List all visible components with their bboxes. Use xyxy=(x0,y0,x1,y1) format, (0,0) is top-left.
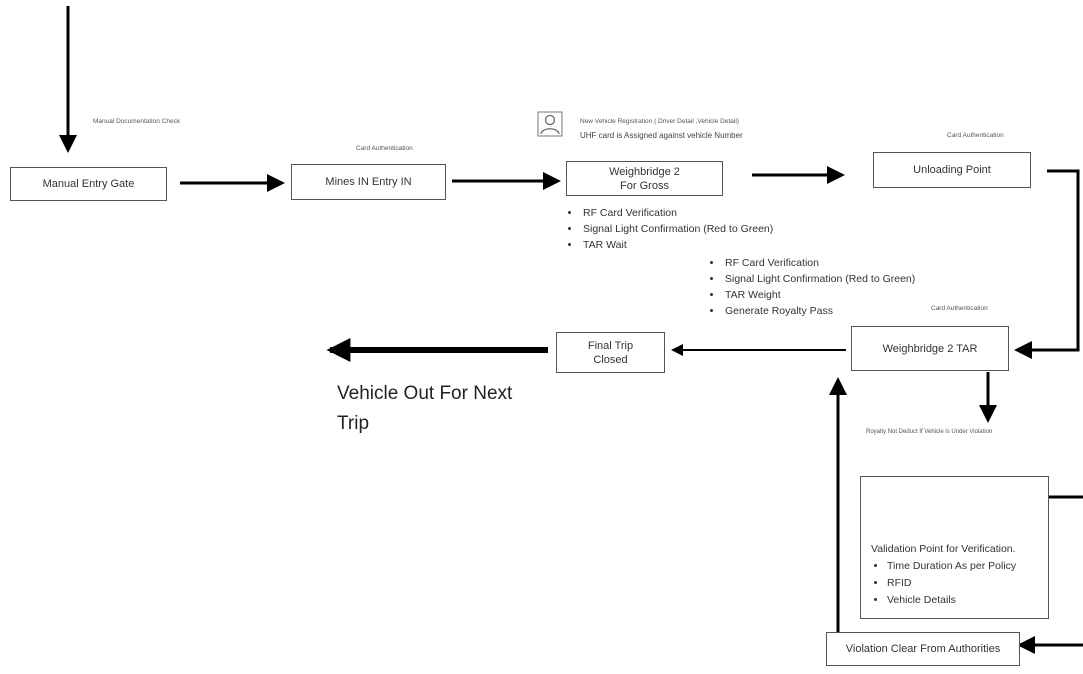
note-registration-line2: UHF card is Assigned against vehicle Num… xyxy=(580,131,743,140)
note-card-auth-tar: Card Authentication xyxy=(931,305,988,312)
arrow-unloading-to-tar xyxy=(1014,169,1080,359)
gross-check-item: TAR Wait xyxy=(581,237,861,253)
tar-check-item: Signal Light Confirmation (Red to Green) xyxy=(723,271,923,287)
node-label: Violation Clear From Authorities xyxy=(845,643,1001,655)
node-mines-in-entry: Mines IN Entry IN xyxy=(291,164,446,200)
person-icon xyxy=(537,111,563,137)
note-royalty-not-deduct: Royalty Not Deduct If Vehicle is Under V… xyxy=(866,429,993,435)
node-unloading-point: Unloading Point xyxy=(873,152,1031,188)
exit-label: Vehicle Out For Next Trip xyxy=(337,383,513,434)
validation-title: Validation Point for Verification. xyxy=(871,543,1016,555)
gross-check-item: RF Card Verification xyxy=(581,205,861,221)
node-weighbridge-tar: Weighbridge 2 TAR xyxy=(851,326,1009,371)
validation-list: Time Duration As per Policy RFID Vehicle… xyxy=(871,558,1040,609)
tar-check-item: RF Card Verification xyxy=(723,255,923,271)
node-label: Weighbridge 2 TAR xyxy=(882,342,978,355)
validation-item: Vehicle Details xyxy=(887,592,1040,609)
validation-point-box: Validation Point for Verification. Time … xyxy=(860,476,1049,619)
node-final-trip-closed: Final Trip Closed xyxy=(556,332,665,373)
note-card-auth-unloading: Card Authentication xyxy=(947,132,1004,139)
validation-item: Time Duration As per Policy xyxy=(887,558,1040,575)
tar-check-item: Generate Royalty Pass xyxy=(723,303,923,319)
node-violation-clear: Violation Clear From Authorities xyxy=(826,632,1020,666)
tar-checks-list: RF Card Verification Signal Light Confir… xyxy=(707,255,923,319)
node-label: Unloading Point xyxy=(913,164,991,176)
tar-check-item: TAR Weight xyxy=(723,287,923,303)
node-label-line1: Weighbridge 2 xyxy=(609,165,680,178)
node-weighbridge-gross: Weighbridge 2 For Gross xyxy=(566,161,723,196)
node-label-line2: For Gross xyxy=(620,179,669,192)
gross-check-item: Signal Light Confirmation (Red to Green) xyxy=(581,221,861,237)
node-manual-entry-gate: Manual Entry Gate xyxy=(10,167,167,201)
gross-checks-list: RF Card Verification Signal Light Confir… xyxy=(565,205,861,253)
node-label-line2: Closed xyxy=(593,353,628,366)
node-label: Mines IN Entry IN xyxy=(325,176,412,188)
note-manual-doc-check: Manual Documentation Check xyxy=(93,118,181,125)
validation-item: RFID xyxy=(887,575,1040,592)
note-card-auth-mines: Card Authentication xyxy=(356,145,413,152)
node-label: Manual Entry Gate xyxy=(42,178,135,190)
note-registration-line1: New Vehicle Registration ( Driver Detail… xyxy=(580,118,739,125)
node-label-line1: Final Trip xyxy=(587,339,634,352)
